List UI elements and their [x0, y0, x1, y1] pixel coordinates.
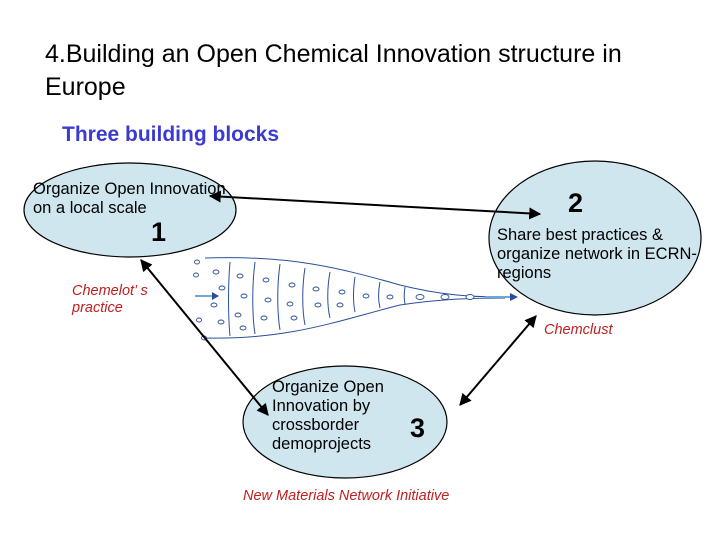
block-2-ellipse	[488, 160, 702, 316]
block-2-text: Share best practices & organize network …	[497, 226, 697, 282]
block-3-ellipse	[242, 365, 448, 479]
block-2-number: 2	[568, 188, 584, 218]
slide-subtitle: Three building blocks	[62, 123, 280, 146]
innovation-funnel-illustration	[193, 257, 518, 341]
arrow-block1-block3	[140, 259, 269, 416]
arrow-block1-block2	[208, 190, 542, 220]
caption-chemelot: Chemelot’ s practice	[72, 283, 148, 316]
block-3-number: 3	[410, 413, 426, 443]
arrow-block3-block2	[459, 315, 537, 406]
caption-chemclust: Chemclust	[544, 322, 613, 338]
caption-new-materials-network: New Materials Network Initiative	[243, 488, 450, 504]
block-3-text: Organize Open Innovation by crossborder …	[272, 378, 384, 453]
block-1-number: 1	[151, 217, 167, 247]
slide-title: 4.Building an Open Chemical Innovation s…	[45, 40, 622, 101]
block-1-text: Organize Open Innovation on a local scal…	[33, 180, 226, 217]
